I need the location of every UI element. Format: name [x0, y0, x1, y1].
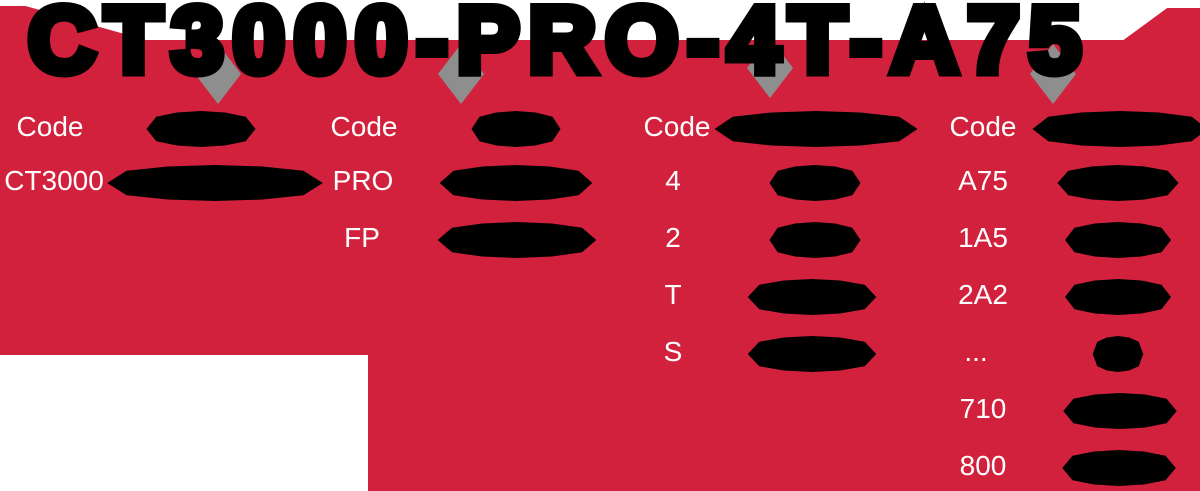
power-code-header: Code [949, 111, 1017, 142]
voltage-code-value: 4 [665, 165, 681, 196]
power-value-label: 0.75kW [1057, 165, 1179, 201]
power-code-value: 800 [959, 450, 1007, 481]
power-code-value: 1A5 [958, 222, 1008, 253]
series-value-label: Product series [107, 165, 323, 201]
power-code-value: A75 [958, 165, 1008, 196]
voltage-code-header: Code [643, 111, 711, 142]
series-title-label: Series [146, 111, 256, 147]
type-title-label: Type [471, 111, 561, 147]
power-code-value: ... [964, 336, 988, 367]
series-code-header: Code [16, 111, 84, 142]
voltage-value-label: 220V [769, 222, 861, 258]
voltage-code-value: T [664, 279, 682, 310]
power-value-label: ... [1092, 336, 1144, 372]
type-code-value: PRO [332, 165, 394, 196]
power-code-value: 2A2 [958, 279, 1008, 310]
type-value-label: 0.75-11kW [437, 222, 597, 258]
power-value-label: 800kW [1062, 450, 1176, 486]
power-code-value: 710 [959, 393, 1007, 424]
voltage-value-label: 3 phase [747, 279, 877, 315]
power-value-label: 710kW [1063, 393, 1177, 429]
power-value-label: 2.2kW [1064, 279, 1172, 315]
voltage-value-label: 1 phase [747, 336, 877, 372]
type-code-header: Code [330, 111, 398, 142]
voltage-code-value: 2 [665, 222, 681, 253]
series-code-value: CT3000 [4, 165, 104, 196]
type-value-label: 45-300kW [439, 165, 593, 201]
voltage-code-value: S [663, 336, 683, 367]
voltage-title-label: Voltage Class [714, 111, 918, 147]
red-banner [0, 40, 1200, 491]
model-code-title: CT3000-PRO-4T-A75 [24, 0, 1090, 97]
type-code-value: FP [344, 222, 380, 253]
voltage-value-label: 480V [769, 165, 861, 201]
power-title-label: Rate Power [1032, 111, 1200, 147]
power-value-label: 1.5kW [1064, 222, 1172, 258]
